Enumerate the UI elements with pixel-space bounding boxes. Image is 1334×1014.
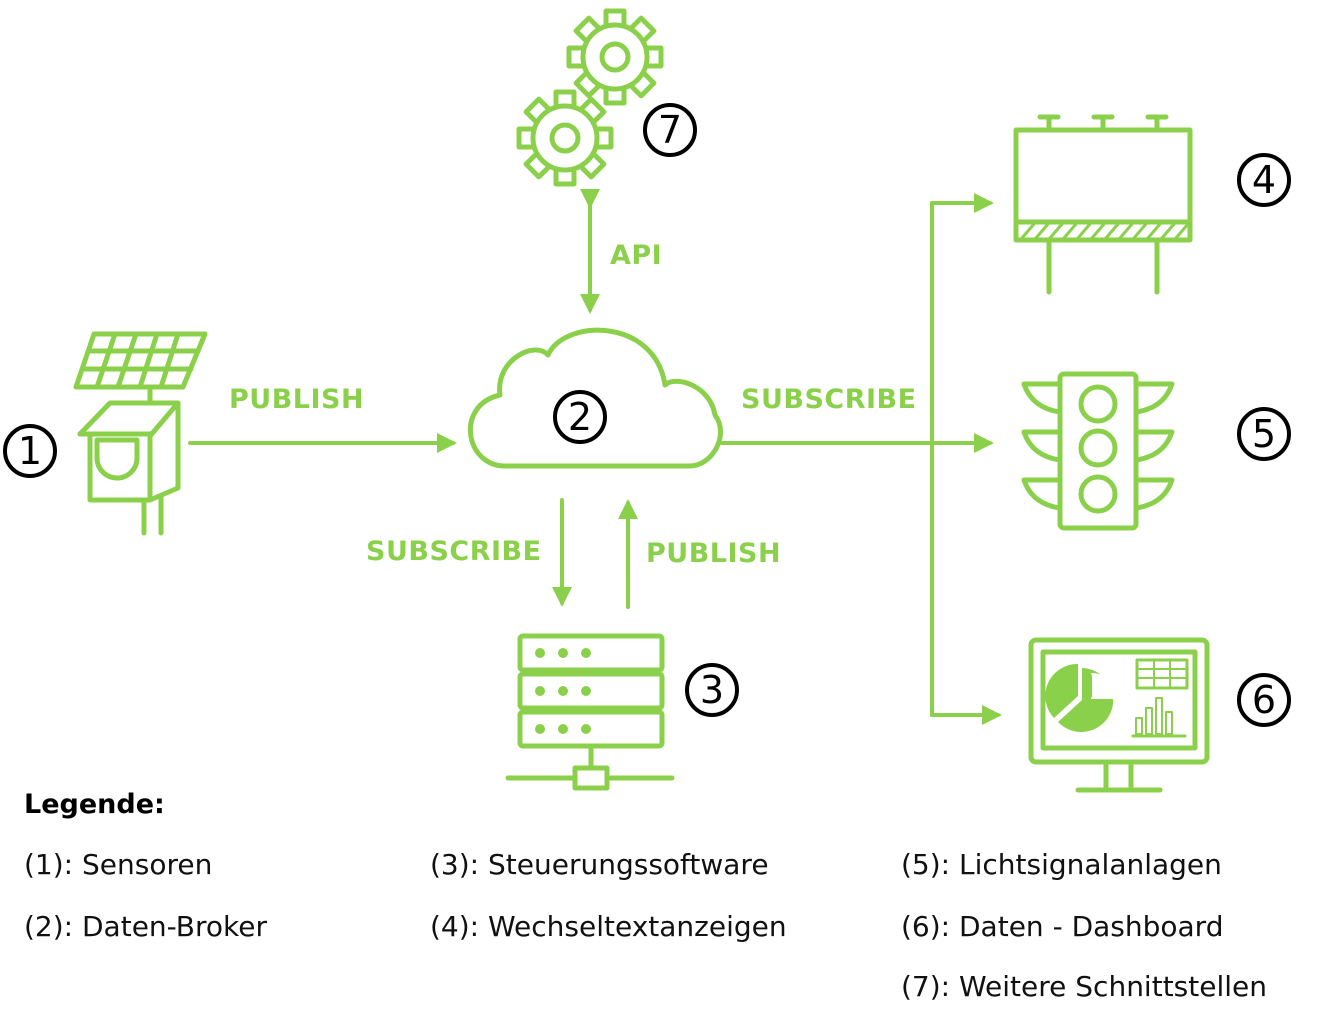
edge-label-api: API — [610, 240, 663, 271]
node-number-6: 6 — [1237, 673, 1291, 727]
legend-item: (5): Lichtsignalanlagen — [901, 848, 1222, 881]
node-number-1: 1 — [3, 424, 57, 478]
legend-item: (3): Steuerungssoftware — [430, 848, 769, 881]
legend-item: (4): Wechseltextanzeigen — [430, 910, 787, 943]
node-number-3: 3 — [685, 663, 739, 717]
gears-icon — [516, 8, 664, 187]
dashboard-monitor-icon — [1028, 637, 1210, 793]
traffic-light-icon — [1021, 371, 1175, 531]
node-number-2: 2 — [553, 390, 607, 444]
billboard-icon — [1013, 114, 1193, 295]
solar-sensor-icon — [73, 331, 208, 536]
edge-label-subscribe-control: SUBSCRIBE — [366, 536, 542, 567]
legend-item: (6): Daten - Dashboard — [901, 910, 1224, 943]
node-number-4: 4 — [1237, 153, 1291, 207]
legend-item: (7): Weitere Schnittstellen — [901, 970, 1267, 1003]
legend-item: (1): Sensoren — [24, 848, 213, 881]
edge-label-publish: PUBLISH — [229, 384, 365, 415]
legend-title: Legende: — [24, 789, 165, 820]
edge-label-publish-control: PUBLISH — [646, 538, 782, 569]
node-number-5: 5 — [1237, 407, 1291, 461]
edge-label-subscribe: SUBSCRIBE — [741, 384, 917, 415]
legend-item: (2): Daten-Broker — [24, 910, 267, 943]
server-icon — [505, 633, 675, 791]
node-number-7: 7 — [643, 103, 697, 157]
cloud-icon — [467, 327, 723, 469]
